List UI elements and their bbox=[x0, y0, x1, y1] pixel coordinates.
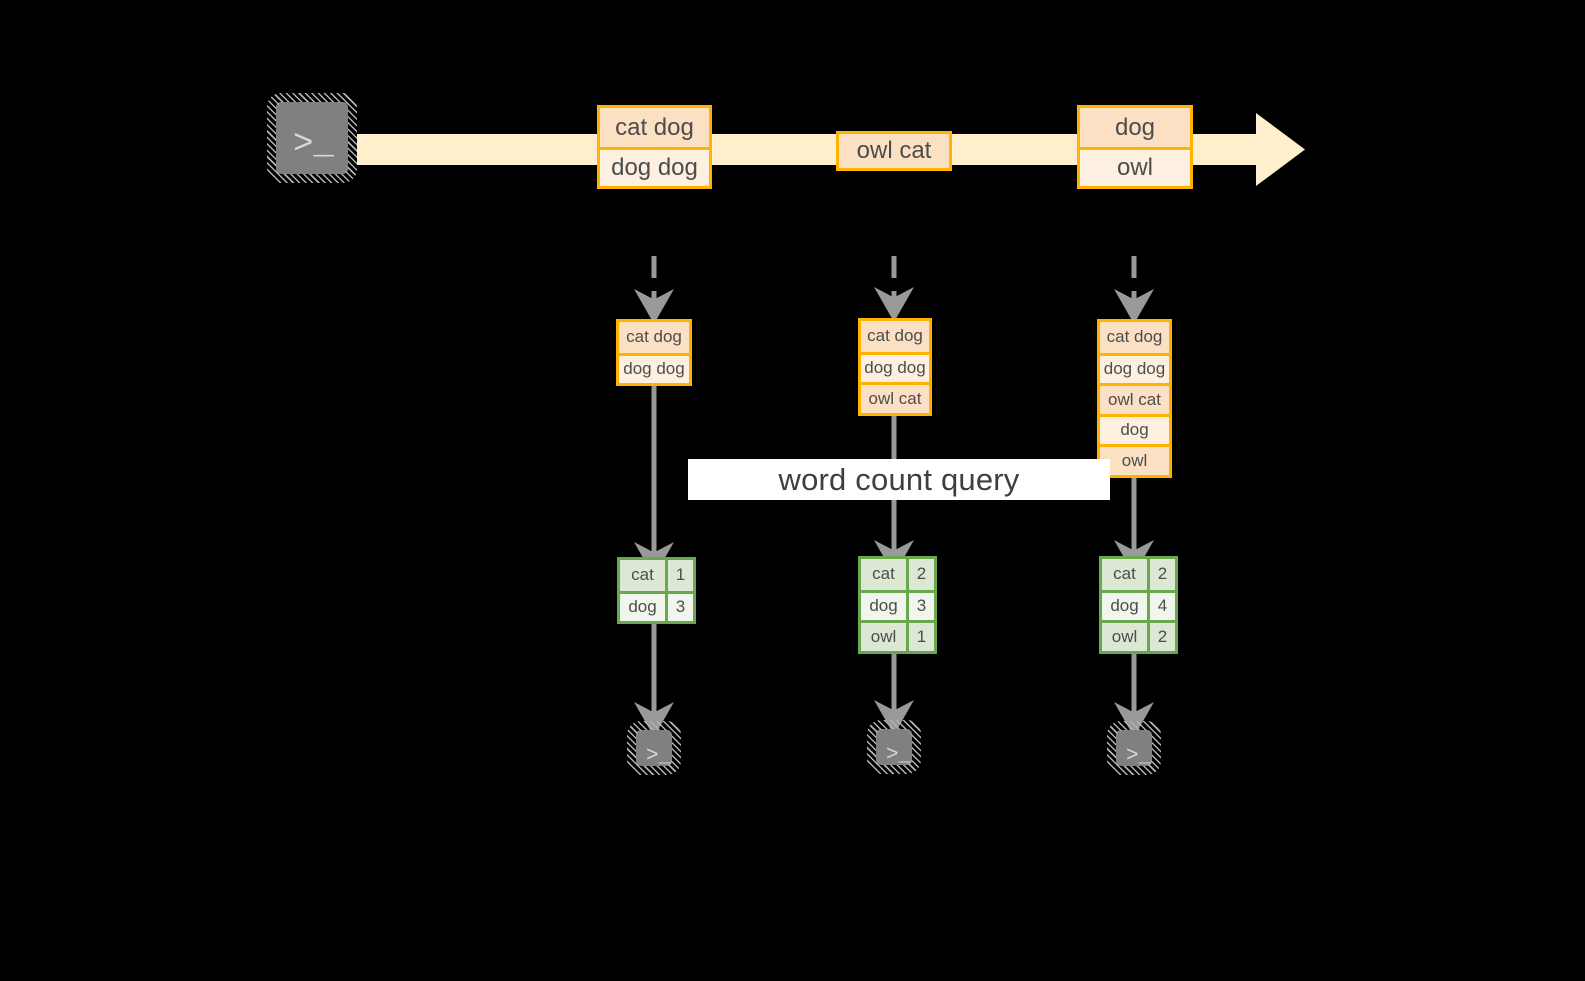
event-line: dog dog bbox=[600, 147, 709, 186]
snapshot-3-sink-terminal-icon[interactable]: >_ bbox=[1107, 721, 1161, 775]
stack-line: owl cat bbox=[1100, 383, 1169, 414]
event-line: cat dog bbox=[600, 108, 709, 147]
table-row: cat 2 bbox=[861, 559, 934, 590]
snapshot-1-result-table[interactable]: cat 1 dog 3 bbox=[617, 557, 696, 624]
stream-event-group-2[interactable]: owl cat bbox=[836, 131, 952, 171]
stream-arrow-icon bbox=[357, 113, 1305, 186]
table-row: dog 3 bbox=[620, 590, 693, 621]
stack-line: dog dog bbox=[1100, 352, 1169, 383]
result-count: 2 bbox=[1147, 559, 1175, 590]
result-word: owl bbox=[861, 623, 906, 651]
snapshot-dashed-connectors bbox=[634, 256, 1154, 324]
query-label: word count query bbox=[778, 461, 1020, 497]
stack-line: owl cat bbox=[861, 382, 929, 413]
stack-line: cat dog bbox=[861, 321, 929, 352]
result-count: 2 bbox=[906, 559, 934, 590]
snapshot-1-sink-terminal-icon[interactable]: >_ bbox=[627, 721, 681, 775]
table-row: dog 4 bbox=[1102, 589, 1175, 620]
result-word: cat bbox=[1102, 559, 1147, 590]
result-count: 1 bbox=[906, 623, 934, 651]
terminal-prompt-glyph: >_ bbox=[646, 745, 672, 768]
result-count: 3 bbox=[906, 592, 934, 620]
terminal-prompt-glyph: >_ bbox=[293, 126, 334, 164]
terminal-prompt-glyph: >_ bbox=[1126, 745, 1152, 768]
snapshot-1-input-stack[interactable]: cat dog dog dog bbox=[616, 319, 692, 386]
event-line: owl cat bbox=[839, 134, 949, 168]
event-line: owl bbox=[1080, 147, 1190, 186]
stack-line: dog dog bbox=[861, 351, 929, 382]
result-word: owl bbox=[1102, 623, 1147, 651]
result-count: 2 bbox=[1147, 623, 1175, 651]
terminal-screen bbox=[276, 102, 348, 174]
stack-line: owl bbox=[1100, 444, 1169, 475]
result-count: 4 bbox=[1147, 592, 1175, 620]
source-terminal-icon[interactable]: >_ bbox=[267, 93, 357, 183]
table-row: cat 2 bbox=[1102, 559, 1175, 590]
stack-line: dog bbox=[1100, 413, 1169, 444]
result-word: cat bbox=[620, 560, 665, 591]
result-word: dog bbox=[620, 593, 665, 621]
table-row: cat 1 bbox=[620, 560, 693, 591]
snapshot-2-sink-terminal-icon[interactable]: >_ bbox=[867, 720, 921, 774]
result-word: dog bbox=[1102, 592, 1147, 620]
event-line: dog bbox=[1080, 108, 1190, 147]
result-count: 3 bbox=[665, 593, 693, 621]
result-count: 1 bbox=[665, 560, 693, 591]
result-word: cat bbox=[861, 559, 906, 590]
terminal-screen bbox=[876, 729, 912, 765]
table-row: owl 1 bbox=[861, 620, 934, 651]
stack-line: cat dog bbox=[1100, 322, 1169, 353]
stream-event-group-3[interactable]: dog owl bbox=[1077, 105, 1193, 189]
snapshot-2-input-stack[interactable]: cat dog dog dog owl cat bbox=[858, 318, 932, 416]
snapshot-2-result-table[interactable]: cat 2 dog 3 owl 1 bbox=[858, 556, 937, 654]
stack-line: cat dog bbox=[619, 322, 689, 353]
table-row: owl 2 bbox=[1102, 620, 1175, 651]
result-to-sink-connectors bbox=[634, 620, 1154, 737]
snapshot-3-input-stack[interactable]: cat dog dog dog owl cat dog owl bbox=[1097, 319, 1172, 478]
terminal-prompt-glyph: >_ bbox=[886, 744, 912, 767]
stack-line: dog dog bbox=[619, 352, 689, 383]
query-banner: word count query bbox=[688, 459, 1110, 500]
table-row: dog 3 bbox=[861, 589, 934, 620]
snapshot-3-result-table[interactable]: cat 2 dog 4 owl 2 bbox=[1099, 556, 1178, 654]
stream-event-group-1[interactable]: cat dog dog dog bbox=[597, 105, 712, 189]
result-word: dog bbox=[861, 592, 906, 620]
